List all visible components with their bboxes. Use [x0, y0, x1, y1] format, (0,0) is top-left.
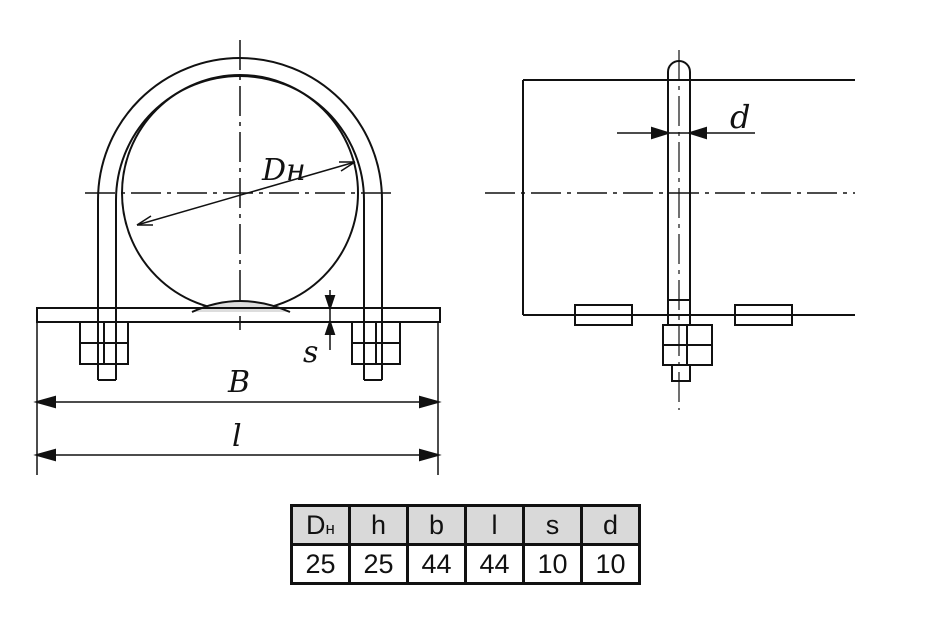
side-view — [485, 50, 855, 410]
header-d: d — [580, 504, 641, 546]
front-view — [33, 40, 442, 475]
header-h: h — [348, 504, 409, 546]
nut-side — [662, 324, 713, 366]
header-s: s — [522, 504, 583, 546]
header-dn: Dн — [290, 504, 351, 546]
label-rod-diameter: d — [730, 98, 750, 136]
cell-b: 44 — [406, 543, 467, 585]
plate-right — [734, 304, 793, 326]
header-b: b — [406, 504, 467, 546]
label-thickness: s — [303, 335, 318, 370]
cell-d: 10 — [580, 543, 641, 585]
nut-left — [79, 321, 129, 365]
u-bolt — [97, 57, 383, 380]
dimensions-table: Dн h b l s d 25 25 44 44 10 10 — [290, 504, 641, 585]
header-l: l — [464, 504, 525, 546]
label-length: l — [232, 419, 242, 454]
cell-s: 10 — [522, 543, 583, 585]
table-row: 25 25 44 44 10 10 — [290, 543, 641, 585]
rod — [667, 60, 691, 300]
label-diameter: Dн — [261, 153, 306, 188]
label-base-width: B — [227, 365, 250, 400]
table-header-row: Dн h b l s d — [290, 504, 641, 546]
plate-left — [574, 304, 633, 326]
cell-h: 25 — [348, 543, 409, 585]
cell-l: 44 — [464, 543, 525, 585]
nut-right — [351, 321, 401, 365]
cell-dn: 25 — [290, 543, 351, 585]
saddle — [191, 300, 291, 313]
